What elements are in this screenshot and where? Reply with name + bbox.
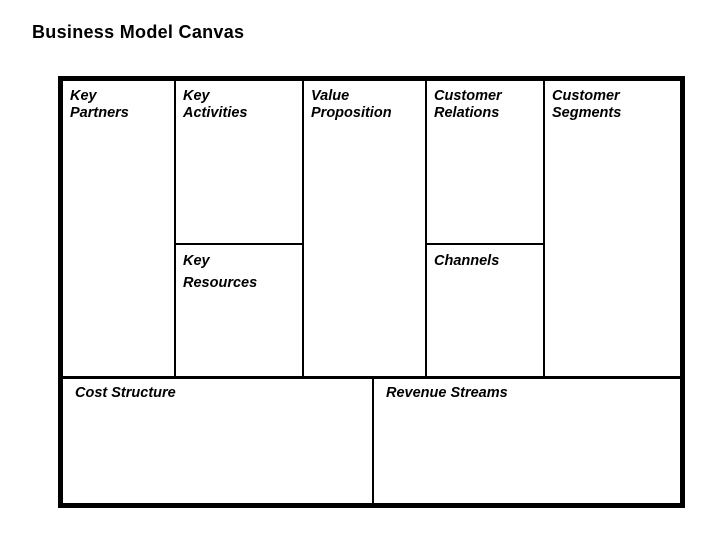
block-customer-relations[interactable]: Customer Relations xyxy=(427,81,543,243)
divider-vertical-col1-col2 xyxy=(174,81,176,378)
block-value-proposition-label: Value Proposition xyxy=(311,88,392,122)
block-cost-structure-label: Cost Structure xyxy=(75,385,176,401)
block-key-resources[interactable]: Key Resources xyxy=(176,245,302,375)
divider-horizontal-top-bottom xyxy=(63,376,680,379)
block-customer-segments[interactable]: Customer Segments xyxy=(545,81,680,375)
block-key-activities[interactable]: Key Activities xyxy=(176,81,302,243)
block-key-partners-label: Key Partners xyxy=(70,88,129,122)
block-key-partners[interactable]: Key Partners xyxy=(63,81,174,375)
block-customer-segments-label: Customer Segments xyxy=(552,88,622,122)
divider-horizontal-customer-relations-channels xyxy=(425,243,545,245)
block-cost-structure[interactable]: Cost Structure xyxy=(63,378,372,503)
block-revenue-streams[interactable]: Revenue Streams xyxy=(374,378,680,503)
divider-vertical-col4-col5 xyxy=(543,81,545,378)
block-customer-relations-label: Customer Relations xyxy=(434,88,502,122)
block-revenue-streams-label: Revenue Streams xyxy=(386,385,508,401)
page-title: Business Model Canvas xyxy=(32,22,245,42)
block-key-resources-label: Key Resources xyxy=(183,253,258,292)
block-key-activities-label: Key Activities xyxy=(183,88,248,122)
block-value-proposition[interactable]: Value Proposition xyxy=(304,81,425,375)
canvas-grid: Key Partners Key Activities Key Resource… xyxy=(63,81,680,503)
divider-vertical-col3-col4 xyxy=(425,81,427,378)
block-channels-label: Channels xyxy=(434,253,500,269)
business-model-canvas-frame: Key Partners Key Activities Key Resource… xyxy=(58,76,685,508)
divider-vertical-col2-col3 xyxy=(302,81,304,378)
divider-horizontal-key-activities-key-resources xyxy=(174,243,304,245)
divider-vertical-cost-revenue xyxy=(372,376,374,503)
block-channels[interactable]: Channels xyxy=(427,245,543,375)
